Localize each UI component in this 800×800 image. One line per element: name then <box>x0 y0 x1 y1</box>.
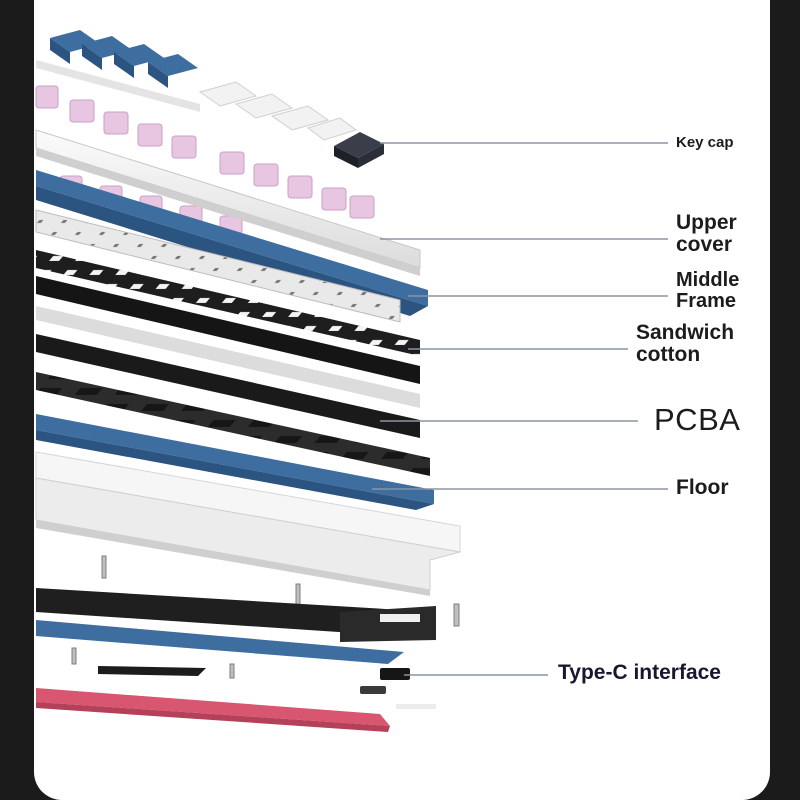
pink-floor-part <box>36 688 390 732</box>
leader-lines <box>372 142 668 676</box>
blue-base-part <box>36 620 404 664</box>
detached-keycap <box>334 132 384 168</box>
pcba-part <box>36 334 430 476</box>
type-c-connector <box>360 668 436 709</box>
sandwich-cotton-part <box>36 250 420 384</box>
feet-strip-part <box>98 666 206 676</box>
label-sandwich-cotton: Sandwich cotton <box>636 321 735 367</box>
gray-layer-part <box>36 306 420 408</box>
screws <box>71 555 460 679</box>
floor-part <box>36 414 434 510</box>
plate-part <box>35 209 401 323</box>
label-upper-cover: Upper cover <box>676 211 737 257</box>
label-type-c-interface: Type-C interface <box>558 661 721 684</box>
label-pcba: PCBA <box>654 402 741 437</box>
upper-cover-part <box>35 129 421 276</box>
keycap-layer <box>36 30 358 141</box>
label-middle-frame: Middle Frame <box>676 269 740 312</box>
bottom-case-part <box>35 451 461 596</box>
label-floor: Floor <box>676 476 729 499</box>
label-key-cap: Key cap <box>676 134 734 151</box>
bottom-tray-part <box>36 588 436 642</box>
